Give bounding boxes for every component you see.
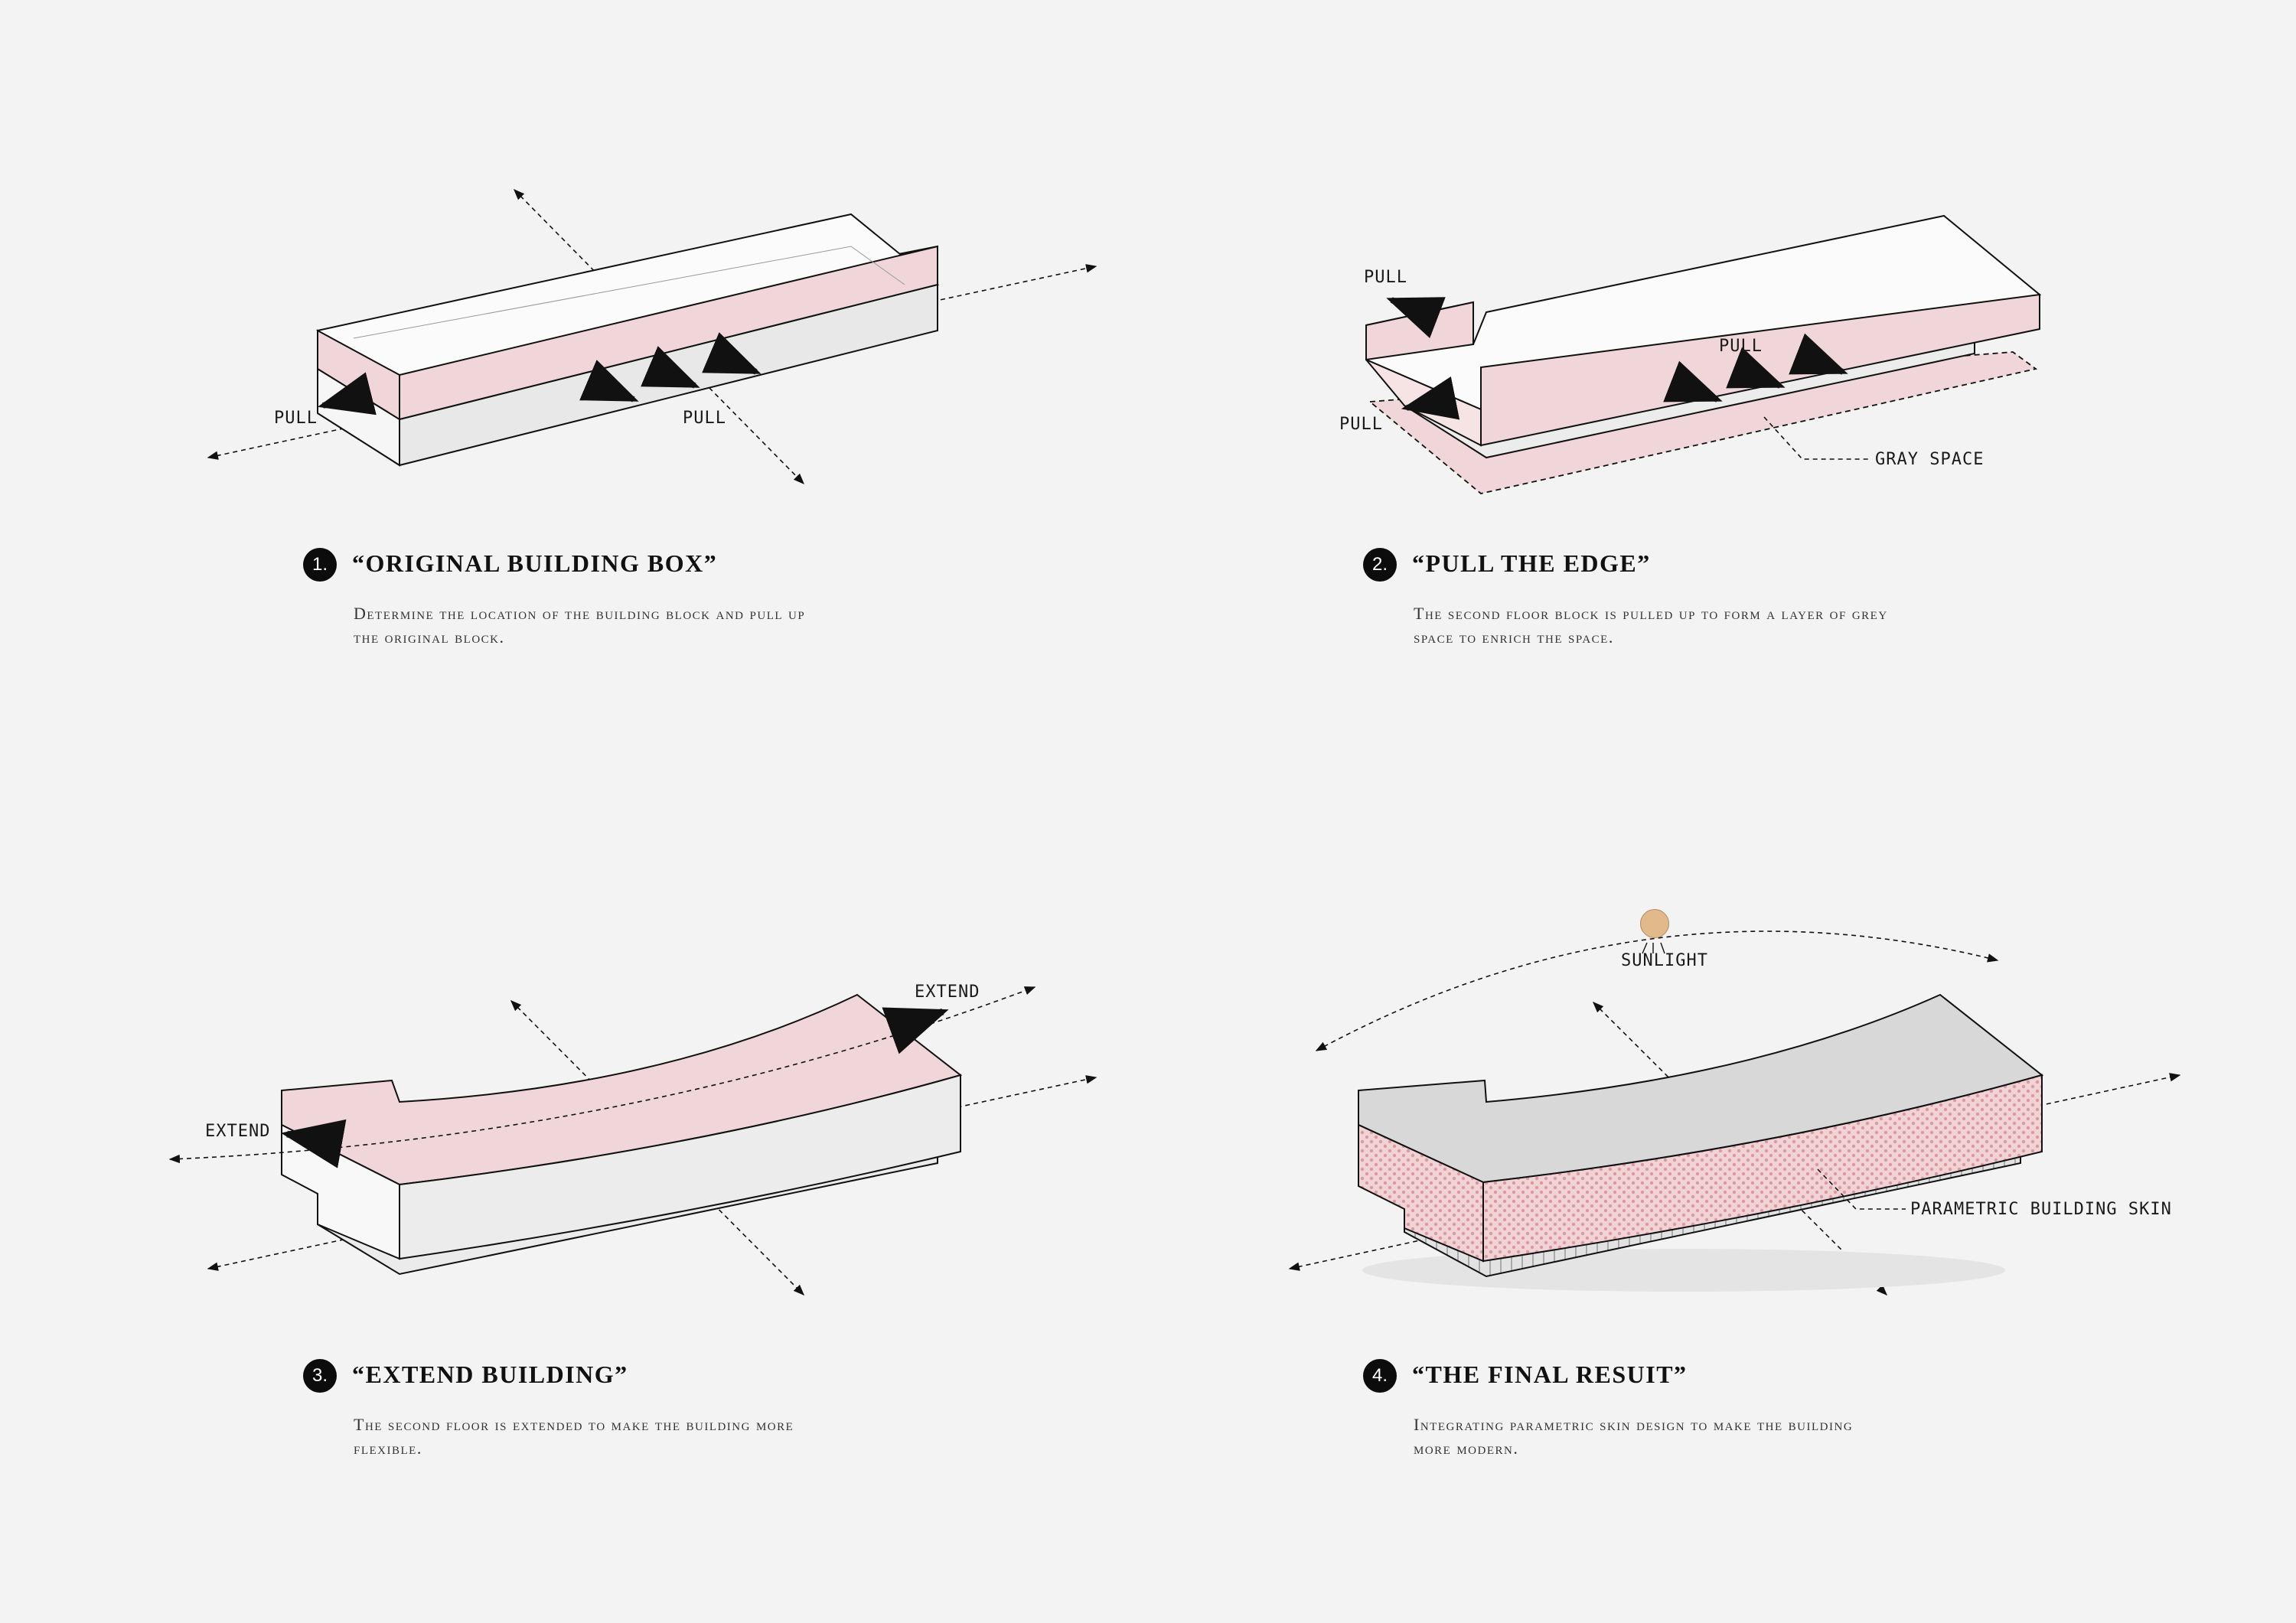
parametric-skin-end (1358, 1123, 1484, 1263)
diagram-1-original-box (207, 188, 1097, 485)
step-title: “THE FINAL RESUIT” (1412, 1361, 1688, 1388)
label-pull: PULL (1364, 268, 1407, 287)
pull-arrow (1789, 333, 1848, 375)
step-title: “EXTEND BUILDING” (352, 1361, 628, 1388)
step-number: 2. (1363, 548, 1397, 582)
sun-ray (1660, 942, 1665, 954)
parametric-skin-side (1482, 1074, 2043, 1263)
pull-arrow (1386, 297, 1446, 339)
label-extend: EXTEND (205, 1122, 271, 1141)
diagram-2-pull-edge (1365, 214, 2042, 494)
label-pull: PULL (274, 409, 318, 428)
step-description: The second floor block is pulled up to f… (1414, 604, 1888, 647)
axis-arrow (1592, 1001, 1888, 1296)
step-title: “ORIGINAL BUILDING BOX” (352, 549, 718, 577)
label-parametric-skin: PARAMETRIC BUILDING SKIN (1910, 1200, 2172, 1219)
skin-leader (1817, 1168, 1906, 1210)
step-number: 3. (303, 1359, 337, 1393)
gray-space-slab (1368, 351, 2038, 494)
label-sunlight: SUNLIGHT (1621, 951, 1708, 970)
step-description: Determine the location of the building b… (354, 604, 806, 647)
pull-arrow (702, 332, 762, 375)
extend-arrow (882, 1007, 949, 1054)
pull-arrow (318, 372, 377, 416)
label-gray-space: GRAY SPACE (1875, 450, 1985, 469)
pull-arrow (579, 360, 639, 402)
upper-floor-side-face (399, 245, 938, 421)
inner-edge (353, 246, 905, 339)
diagram-3-extend-building (168, 986, 1097, 1296)
sun-ray (1642, 942, 1648, 954)
sun-path-arc (1315, 930, 1999, 1051)
sun-icon (1640, 909, 1669, 938)
pull-arrow (641, 346, 700, 389)
pull-arrow (1726, 347, 1786, 389)
pull-arrow (1663, 360, 1723, 402)
step-title: “PULL THE EDGE” (1412, 549, 1651, 577)
step-description: The second floor is extended to make the… (354, 1415, 794, 1458)
label-pull: PULL (1339, 415, 1383, 434)
label-extend: EXTEND (915, 983, 980, 1002)
step-description: Integrating parametric skin design to ma… (1414, 1415, 1854, 1458)
label-pull: PULL (1719, 337, 1763, 356)
step-number: 4. (1363, 1359, 1397, 1393)
label-pull: PULL (683, 409, 726, 428)
step-number: 1. (303, 548, 337, 582)
gray-space-leader (1763, 416, 1871, 460)
extend-arc (168, 986, 1036, 1164)
extend-arrow (281, 1119, 347, 1168)
pull-arrow (1401, 376, 1460, 420)
diagram-4-final-result (1288, 930, 2181, 1296)
